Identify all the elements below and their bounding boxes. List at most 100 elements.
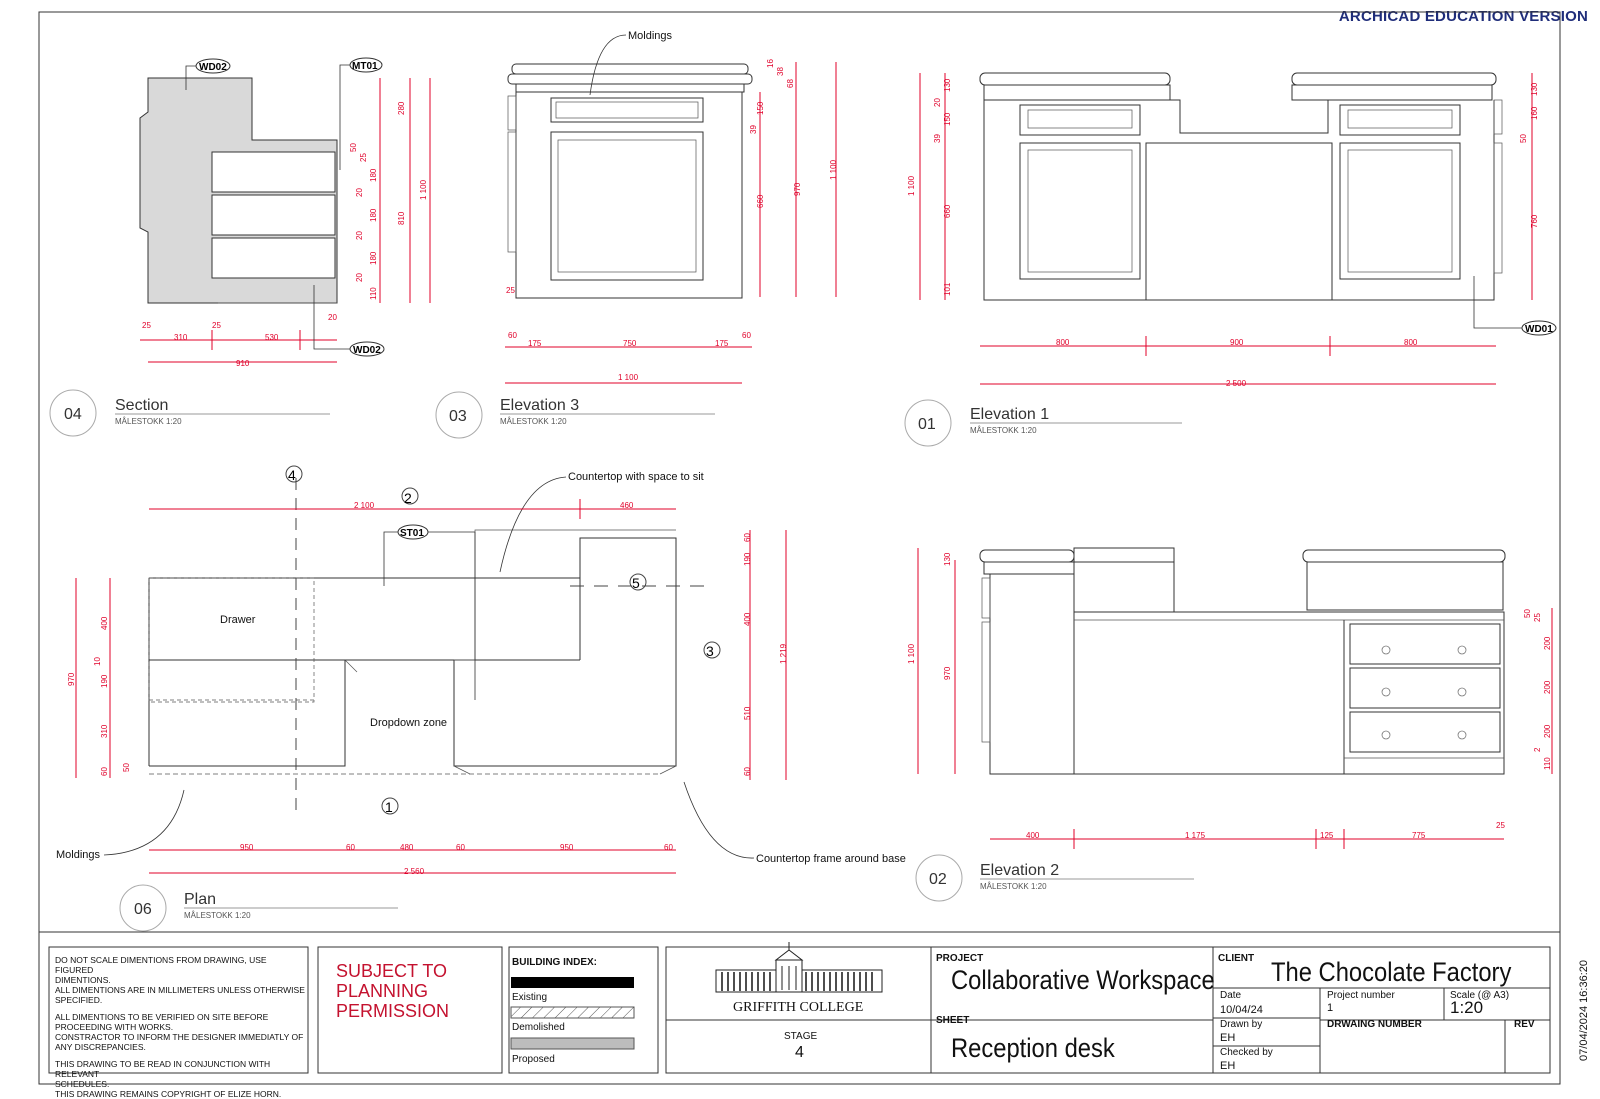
dim-label: 2 500 bbox=[1226, 379, 1247, 388]
view-scale-plan: MÅLESTOKK 1:20 bbox=[184, 911, 251, 920]
dim-label: 2 bbox=[1533, 747, 1542, 752]
dim-label: 39 bbox=[933, 134, 942, 143]
checked-by-label: Checked by bbox=[1220, 1047, 1273, 1058]
elevation-2-view: 400 1 175 125 775 25 130 970 1 100 50 25… bbox=[907, 547, 1553, 849]
dim-label: 460 bbox=[620, 501, 634, 510]
dim-label: 50 bbox=[1519, 134, 1528, 143]
dim-label: 20 bbox=[328, 313, 337, 322]
section-marker-1: 1 bbox=[385, 799, 393, 815]
scale-label: Scale (@ A3) bbox=[1450, 990, 1510, 1001]
view-number-elevation1: 01 bbox=[918, 416, 936, 433]
view-scale-elevation1: MÅLESTOKK 1:20 bbox=[970, 426, 1037, 435]
client-name: The Chocolate Factory bbox=[1271, 957, 1512, 987]
tag-wd01: WD01 bbox=[1525, 324, 1553, 335]
dim-label: 200 bbox=[1543, 636, 1552, 650]
dim-label: 510 bbox=[743, 706, 752, 720]
dim-label: 810 bbox=[397, 211, 406, 225]
dim-label: 110 bbox=[369, 287, 378, 300]
dim-label: 25 bbox=[1533, 613, 1542, 622]
scale-value: 1:20 bbox=[1450, 998, 1484, 1017]
rev-label: REV bbox=[1514, 1019, 1535, 1030]
dim-label: 1 100 bbox=[907, 175, 916, 196]
section-marker-3: 3 bbox=[706, 643, 714, 659]
elevation-3-view: 60 175 750 175 60 1 100 16 38 68 150 39 … bbox=[505, 30, 838, 384]
dim-label: 110 bbox=[1543, 757, 1552, 770]
dim-label: 25 bbox=[142, 321, 151, 330]
label-drawer: Drawer bbox=[220, 614, 256, 626]
dim-label: 310 bbox=[100, 724, 109, 738]
dim-label: 10 bbox=[93, 657, 102, 666]
dim-label: 175 bbox=[528, 339, 542, 348]
dim-label: 60 bbox=[742, 331, 751, 340]
view-number-plan: 06 bbox=[134, 901, 152, 918]
view-title-elevation1: Elevation 1 bbox=[970, 406, 1049, 423]
drawn-by-label: Drawn by bbox=[1220, 1019, 1263, 1030]
section-marker-5: 5 bbox=[632, 575, 640, 591]
tag-st01: ST01 bbox=[400, 528, 424, 539]
annotation-moldings: Moldings bbox=[628, 30, 673, 42]
view-title-plan: Plan bbox=[184, 891, 216, 908]
view-scale-section: MÅLESTOKK 1:20 bbox=[115, 417, 182, 426]
view-title-section: Section bbox=[115, 397, 168, 414]
dim-label: 190 bbox=[743, 552, 752, 566]
annotation-countertop-sit: Countertop with space to sit bbox=[568, 471, 704, 483]
dim-label: 50 bbox=[122, 763, 131, 772]
project-name: Collaborative Workspace bbox=[951, 965, 1215, 995]
project-number-label: Project number bbox=[1327, 990, 1395, 1001]
dim-label: 180 bbox=[369, 251, 378, 265]
dim-label: 280 bbox=[397, 101, 406, 115]
dim-label: 150 bbox=[756, 101, 765, 115]
dim-label: 160 bbox=[1530, 106, 1539, 120]
dim-label: 60 bbox=[456, 843, 465, 852]
dim-label: 310 bbox=[174, 333, 188, 342]
dim-label: 38 bbox=[776, 67, 785, 76]
dim-label: 175 bbox=[715, 339, 729, 348]
dim-label: 900 bbox=[1230, 338, 1244, 347]
dim-label: 400 bbox=[100, 616, 109, 630]
dim-label: 25 bbox=[506, 286, 515, 295]
dim-label: 2 100 bbox=[354, 501, 375, 510]
drawn-by-value: EH bbox=[1220, 1032, 1236, 1044]
dim-label: 480 bbox=[400, 843, 414, 852]
legend-proposed: Proposed bbox=[512, 1054, 555, 1065]
view-scale-elevation2: MÅLESTOKK 1:20 bbox=[980, 882, 1047, 891]
building-index-label: BUILDING INDEX: bbox=[512, 957, 597, 968]
sheet-border bbox=[38, 11, 1561, 1085]
dim-label: 50 bbox=[349, 143, 358, 152]
dim-label: 39 bbox=[749, 125, 758, 134]
dim-label: 60 bbox=[346, 843, 355, 852]
dim-label: 970 bbox=[67, 672, 76, 686]
dim-label: 60 bbox=[664, 843, 673, 852]
dim-label: 50 bbox=[1523, 609, 1532, 618]
stage-value: 4 bbox=[795, 1044, 804, 1061]
dim-label: 130 bbox=[943, 78, 952, 92]
view-title-elevation3: Elevation 3 bbox=[500, 397, 579, 414]
label-dropdown-zone: Dropdown zone bbox=[370, 717, 447, 729]
dim-label: 1 100 bbox=[829, 159, 838, 180]
dim-label: 1 100 bbox=[907, 643, 916, 664]
dim-label: 660 bbox=[756, 194, 765, 208]
dim-label: 20 bbox=[355, 273, 364, 282]
college-name: GRIFFITH COLLEGE bbox=[733, 1000, 864, 1015]
tag-wd02: WD02 bbox=[353, 345, 381, 356]
annotation-countertop-frame: Countertop frame around base bbox=[756, 853, 906, 865]
dim-label: 2 560 bbox=[404, 867, 425, 876]
elevation-1-view: 800 900 800 2 500 130 20 150 39 660 101 … bbox=[907, 72, 1557, 388]
dim-label: 200 bbox=[1543, 680, 1552, 694]
project-number-value: 1 bbox=[1327, 1002, 1334, 1014]
legend-existing: Existing bbox=[512, 992, 548, 1003]
view-number-elevation3: 03 bbox=[449, 408, 467, 425]
dim-label: 750 bbox=[623, 339, 637, 348]
dim-label: 800 bbox=[1056, 338, 1070, 347]
section-marker-4: 4 bbox=[288, 467, 296, 483]
dim-label: 775 bbox=[1412, 831, 1426, 840]
dim-label: 800 bbox=[1404, 338, 1418, 347]
stage-label: STAGE bbox=[784, 1031, 818, 1042]
dim-label: 1 219 bbox=[779, 643, 788, 664]
dim-label: 25 bbox=[212, 321, 221, 330]
dim-label: 760 bbox=[1530, 214, 1539, 228]
dim-label: 125 bbox=[1320, 831, 1334, 840]
dim-label: 20 bbox=[355, 231, 364, 240]
dim-label: 180 bbox=[369, 168, 378, 182]
